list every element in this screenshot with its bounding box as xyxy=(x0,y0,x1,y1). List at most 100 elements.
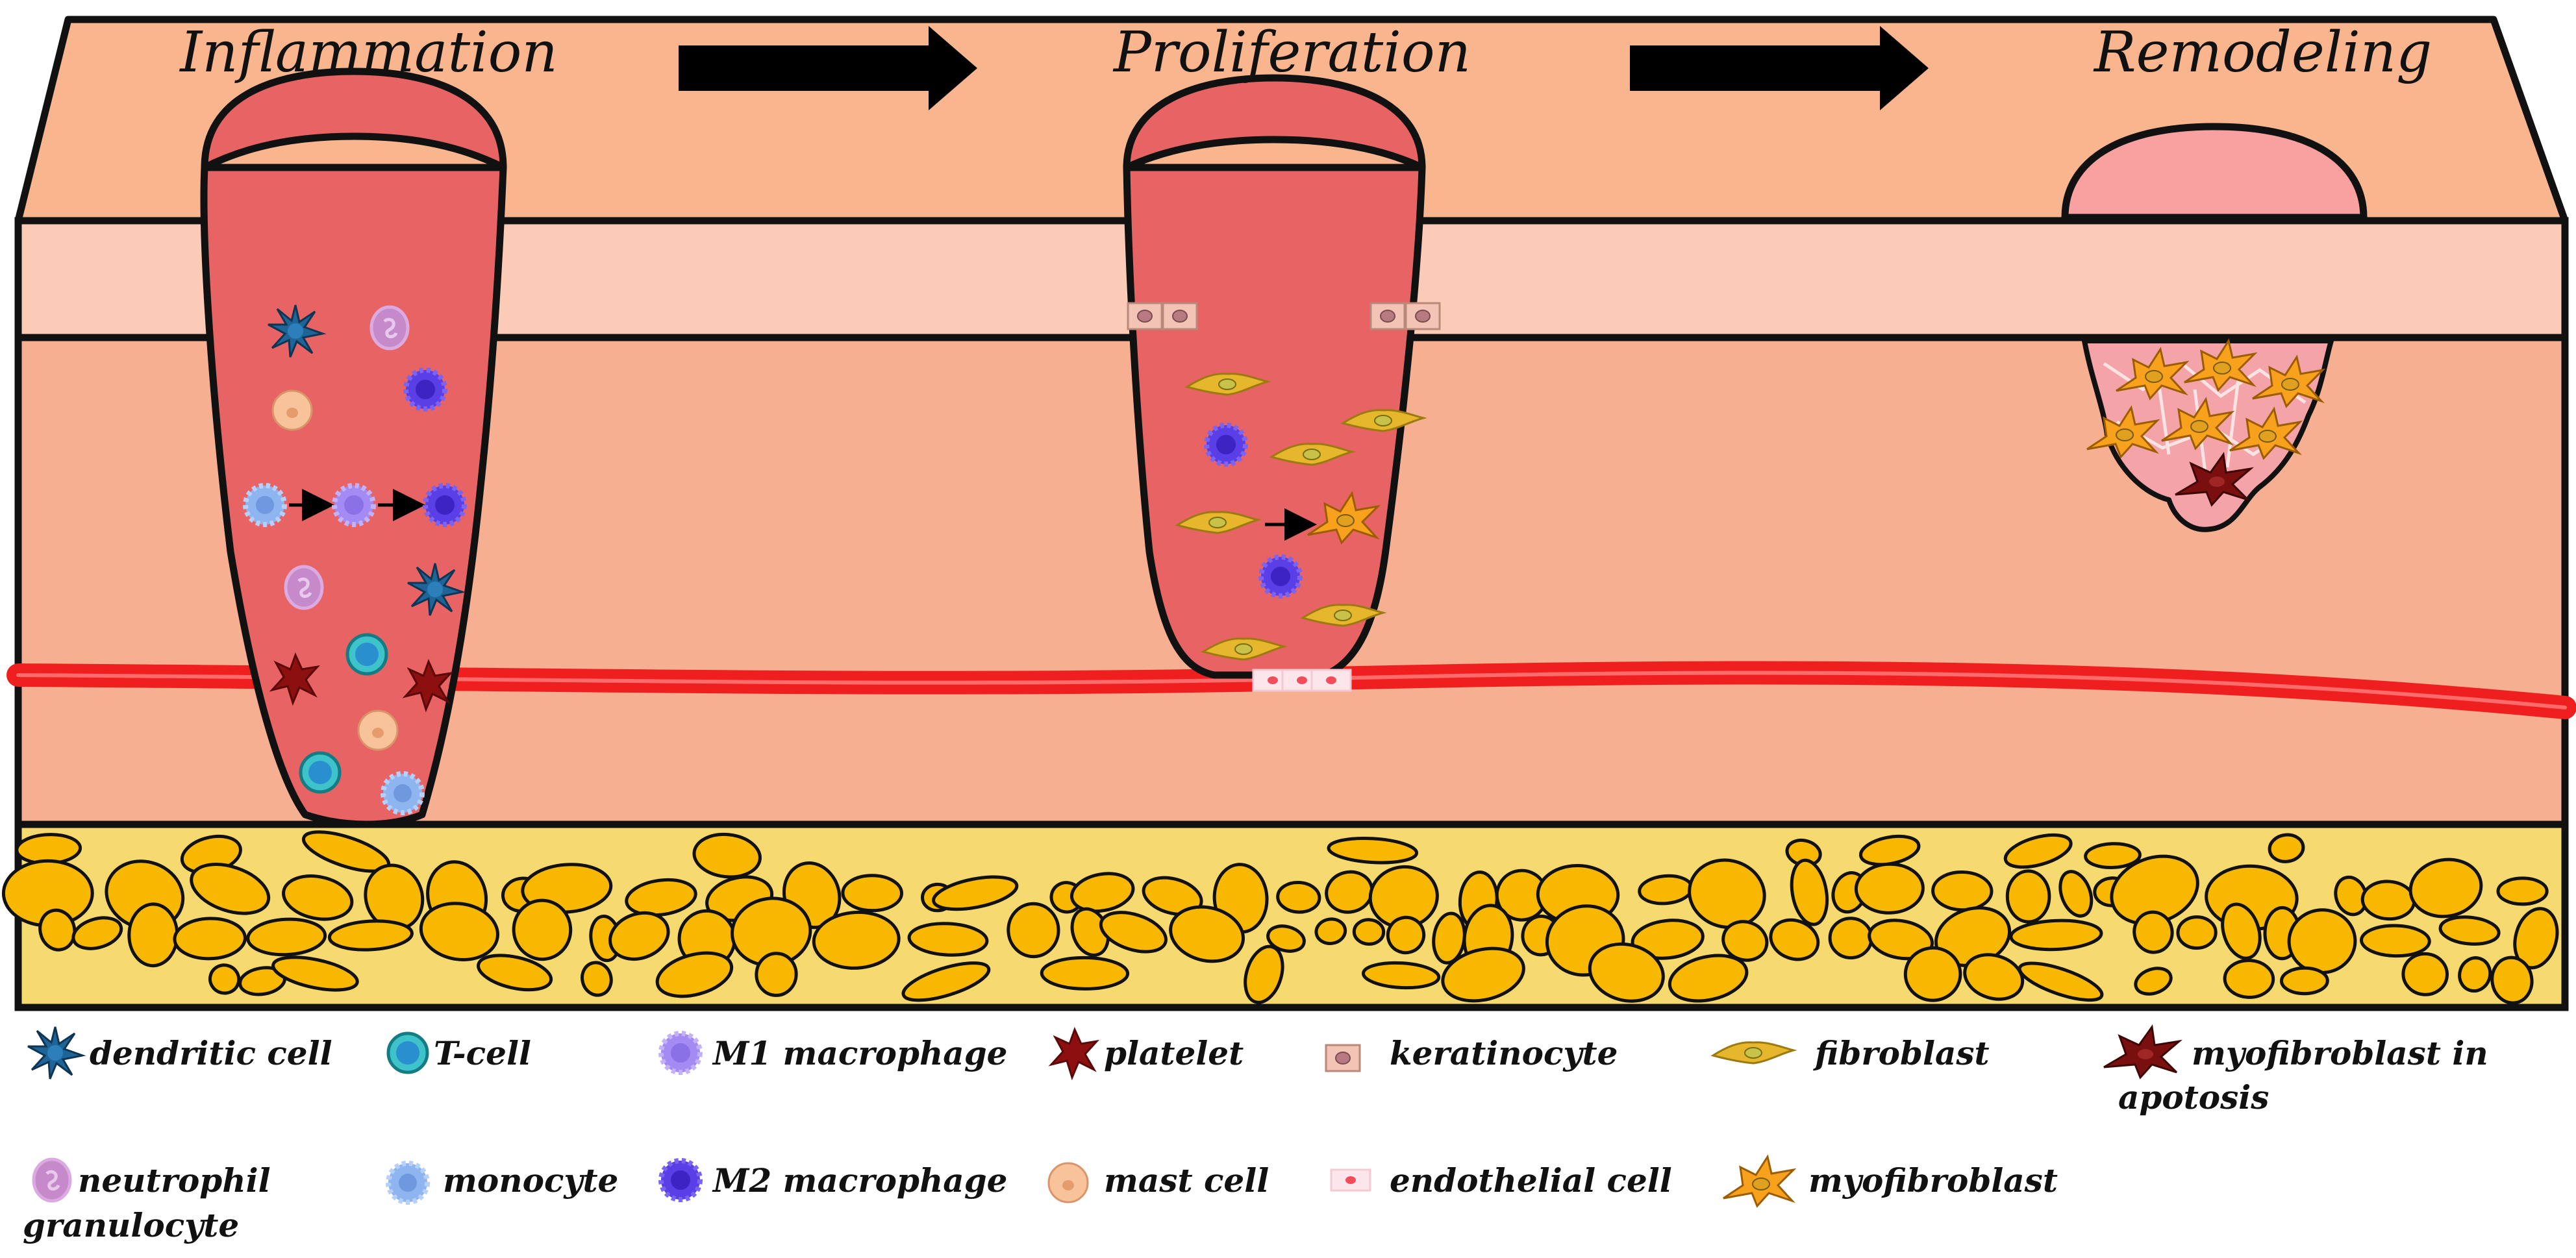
fat-cell xyxy=(907,922,989,957)
myofibroblast-apoptosis-icon xyxy=(2103,1026,2181,1079)
svg-text:myofibroblast in: myofibroblast in xyxy=(2192,1034,2488,1072)
fat-cell xyxy=(2005,869,2051,924)
svg-text:M1 macrophage: M1 macrophage xyxy=(712,1034,1007,1072)
fat-cell xyxy=(1588,942,1665,1003)
fat-cell xyxy=(2176,915,2218,950)
fat-cell xyxy=(2221,902,2262,960)
platelet-icon xyxy=(1050,1028,1098,1079)
fat-cell xyxy=(2132,910,2174,954)
fat-cell xyxy=(1688,858,1766,930)
neutrophil-icon xyxy=(371,307,408,349)
fat-cell xyxy=(2009,919,2103,952)
fat-cells xyxy=(1,830,2559,1005)
t-cell-icon xyxy=(301,753,340,792)
legend-item-m1-macrophage: M1 macrophage xyxy=(661,1033,1007,1072)
fat-cell xyxy=(1327,836,1419,865)
fat-cell xyxy=(173,917,247,961)
t-cell-icon xyxy=(388,1033,427,1072)
fat-cell xyxy=(1244,944,1284,1004)
fat-cell xyxy=(2223,959,2275,999)
stage-title-inflammation: Inflammation xyxy=(179,20,558,85)
myofibroblast-icon xyxy=(1722,1155,1795,1207)
svg-text:dendritic cell: dendritic cell xyxy=(90,1034,332,1072)
fat-cell xyxy=(2496,876,2549,906)
neutrophil-icon xyxy=(34,1159,70,1201)
progression-arrow-1 xyxy=(679,26,977,110)
proliferation-wound xyxy=(1123,74,1441,692)
legend-item-dendritic-cell: dendritic cell xyxy=(27,1026,332,1080)
legend-item-myofibroblast-in-apoptosis: myofibroblast in apotosis xyxy=(2103,1026,2488,1116)
fat-cell xyxy=(1963,953,2025,1001)
fat-cell xyxy=(2458,956,2492,993)
stage-title-remodeling: Remodeling xyxy=(2093,20,2432,85)
m2-macrophage-icon xyxy=(425,486,464,524)
monocyte-icon xyxy=(245,486,284,524)
svg-text:endothelial cell: endothelial cell xyxy=(1390,1161,1672,1200)
fat-cell xyxy=(208,963,241,995)
endothelial-cell-icon xyxy=(1310,669,1352,692)
legend-item-keratinocyte: keratinocyte xyxy=(1325,1034,1618,1072)
progression-arrow-2 xyxy=(1630,26,1929,110)
fat-cell xyxy=(1040,956,1130,991)
fat-cell xyxy=(1828,917,1873,960)
fat-cell xyxy=(1790,858,1829,926)
fat-cell xyxy=(1314,917,1347,945)
svg-text:monocyte: monocyte xyxy=(443,1161,618,1200)
fat-cell xyxy=(71,916,123,950)
fat-cell xyxy=(2268,833,2305,863)
endothelial-cell-icon xyxy=(1330,1168,1371,1192)
fat-cell xyxy=(1361,961,1441,990)
fat-cell xyxy=(2134,967,2173,996)
legend-item-endothelial-cell: endothelial cell xyxy=(1330,1161,1672,1200)
fat-cell xyxy=(1099,911,1168,954)
fat-cell xyxy=(190,863,271,915)
legend-item-myofibroblast: myofibroblast xyxy=(1722,1155,2058,1207)
legend-item-platelet: platelet xyxy=(1050,1028,1244,1079)
fat-cell xyxy=(271,956,359,992)
fat-cell xyxy=(2018,961,2104,1002)
fat-cell xyxy=(1069,872,1135,913)
remodeling-scab xyxy=(2061,123,2368,221)
stage-title-proliferation: Proliferation xyxy=(1112,20,1471,85)
fat-cell xyxy=(1631,919,1705,960)
fat-cell xyxy=(755,952,798,997)
legend-item-t-cell: T-cell xyxy=(388,1033,531,1072)
fat-cell xyxy=(655,951,734,998)
svg-text:T-cell: T-cell xyxy=(434,1034,531,1072)
svg-text:keratinocyte: keratinocyte xyxy=(1390,1034,1618,1072)
fibroblast-icon xyxy=(1712,1041,1795,1065)
svg-text:myofibroblast: myofibroblast xyxy=(1808,1161,2058,1200)
svg-text:neutrophil: neutrophil xyxy=(78,1161,271,1200)
legend-item-neutrophil-granulocyte: neutrophil granulocyte xyxy=(23,1159,271,1244)
fat-cell xyxy=(1386,915,1426,955)
fat-cell xyxy=(581,961,613,997)
fat-cell xyxy=(1903,946,1962,1002)
svg-text:M2 macrophage: M2 macrophage xyxy=(712,1161,1007,1200)
keratinocyte-icon xyxy=(1405,302,1441,330)
mast-cell-icon xyxy=(271,389,313,431)
fat-cell xyxy=(812,910,901,970)
fat-cell xyxy=(2438,915,2501,946)
fat-cell xyxy=(282,874,354,921)
fat-cell xyxy=(1854,862,1925,915)
fat-cell xyxy=(1142,876,1203,916)
keratinocyte-icon xyxy=(1162,302,1198,330)
fat-cell xyxy=(1007,902,1060,959)
keratinocyte-icon xyxy=(1369,302,1406,330)
svg-text:platelet: platelet xyxy=(1104,1034,1244,1072)
inflammation-scab xyxy=(201,68,507,171)
neutrophil-icon xyxy=(286,567,322,608)
fat-cell xyxy=(932,875,1019,911)
m2-macrophage-icon xyxy=(661,1161,700,1200)
fat-cell xyxy=(1352,918,1386,946)
m1-macrophage-icon xyxy=(661,1033,700,1072)
fat-cell xyxy=(2003,833,2073,869)
legend-item-monocyte: monocyte xyxy=(388,1161,618,1202)
fat-cell xyxy=(2058,870,2094,918)
m1-macrophage-icon xyxy=(334,486,373,524)
fat-cell xyxy=(608,911,670,961)
fat-cell xyxy=(2490,956,2534,1005)
m2-macrophage-icon xyxy=(406,370,445,409)
fat-cell xyxy=(625,878,697,917)
